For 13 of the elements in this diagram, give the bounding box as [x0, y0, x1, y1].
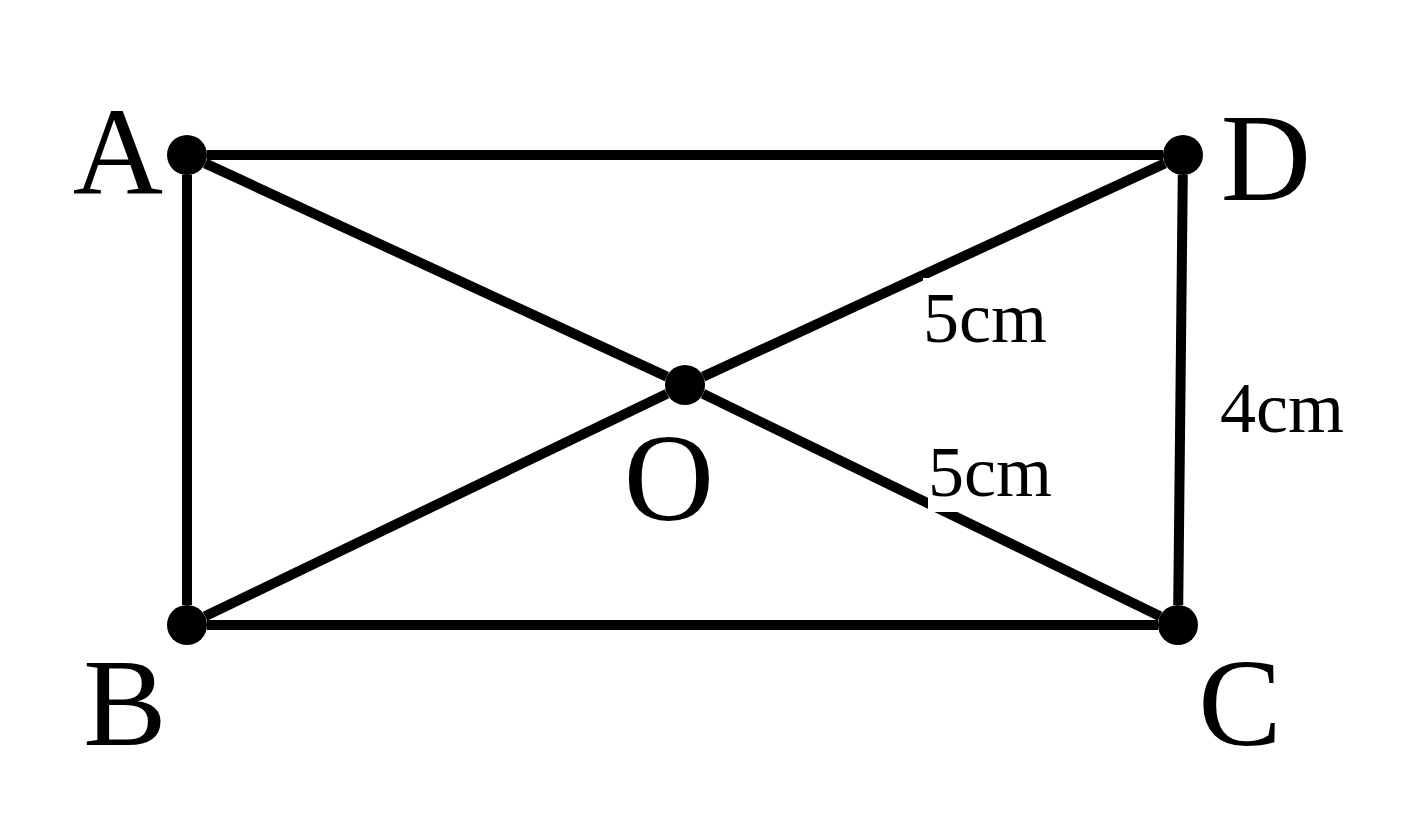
point-label: A	[71, 87, 165, 217]
line-segment	[1173, 174, 1188, 606]
point-label: O	[622, 413, 716, 543]
line-segment	[701, 158, 1167, 382]
point-label: D	[1219, 93, 1313, 223]
line-segment	[202, 389, 670, 621]
line-segment	[182, 175, 192, 605]
line-segment	[207, 620, 1158, 630]
line-segment	[207, 150, 1163, 160]
point-label: B	[82, 638, 168, 768]
line-segment	[203, 158, 669, 382]
point-label: C	[1197, 638, 1283, 768]
line-segment	[700, 389, 1163, 621]
